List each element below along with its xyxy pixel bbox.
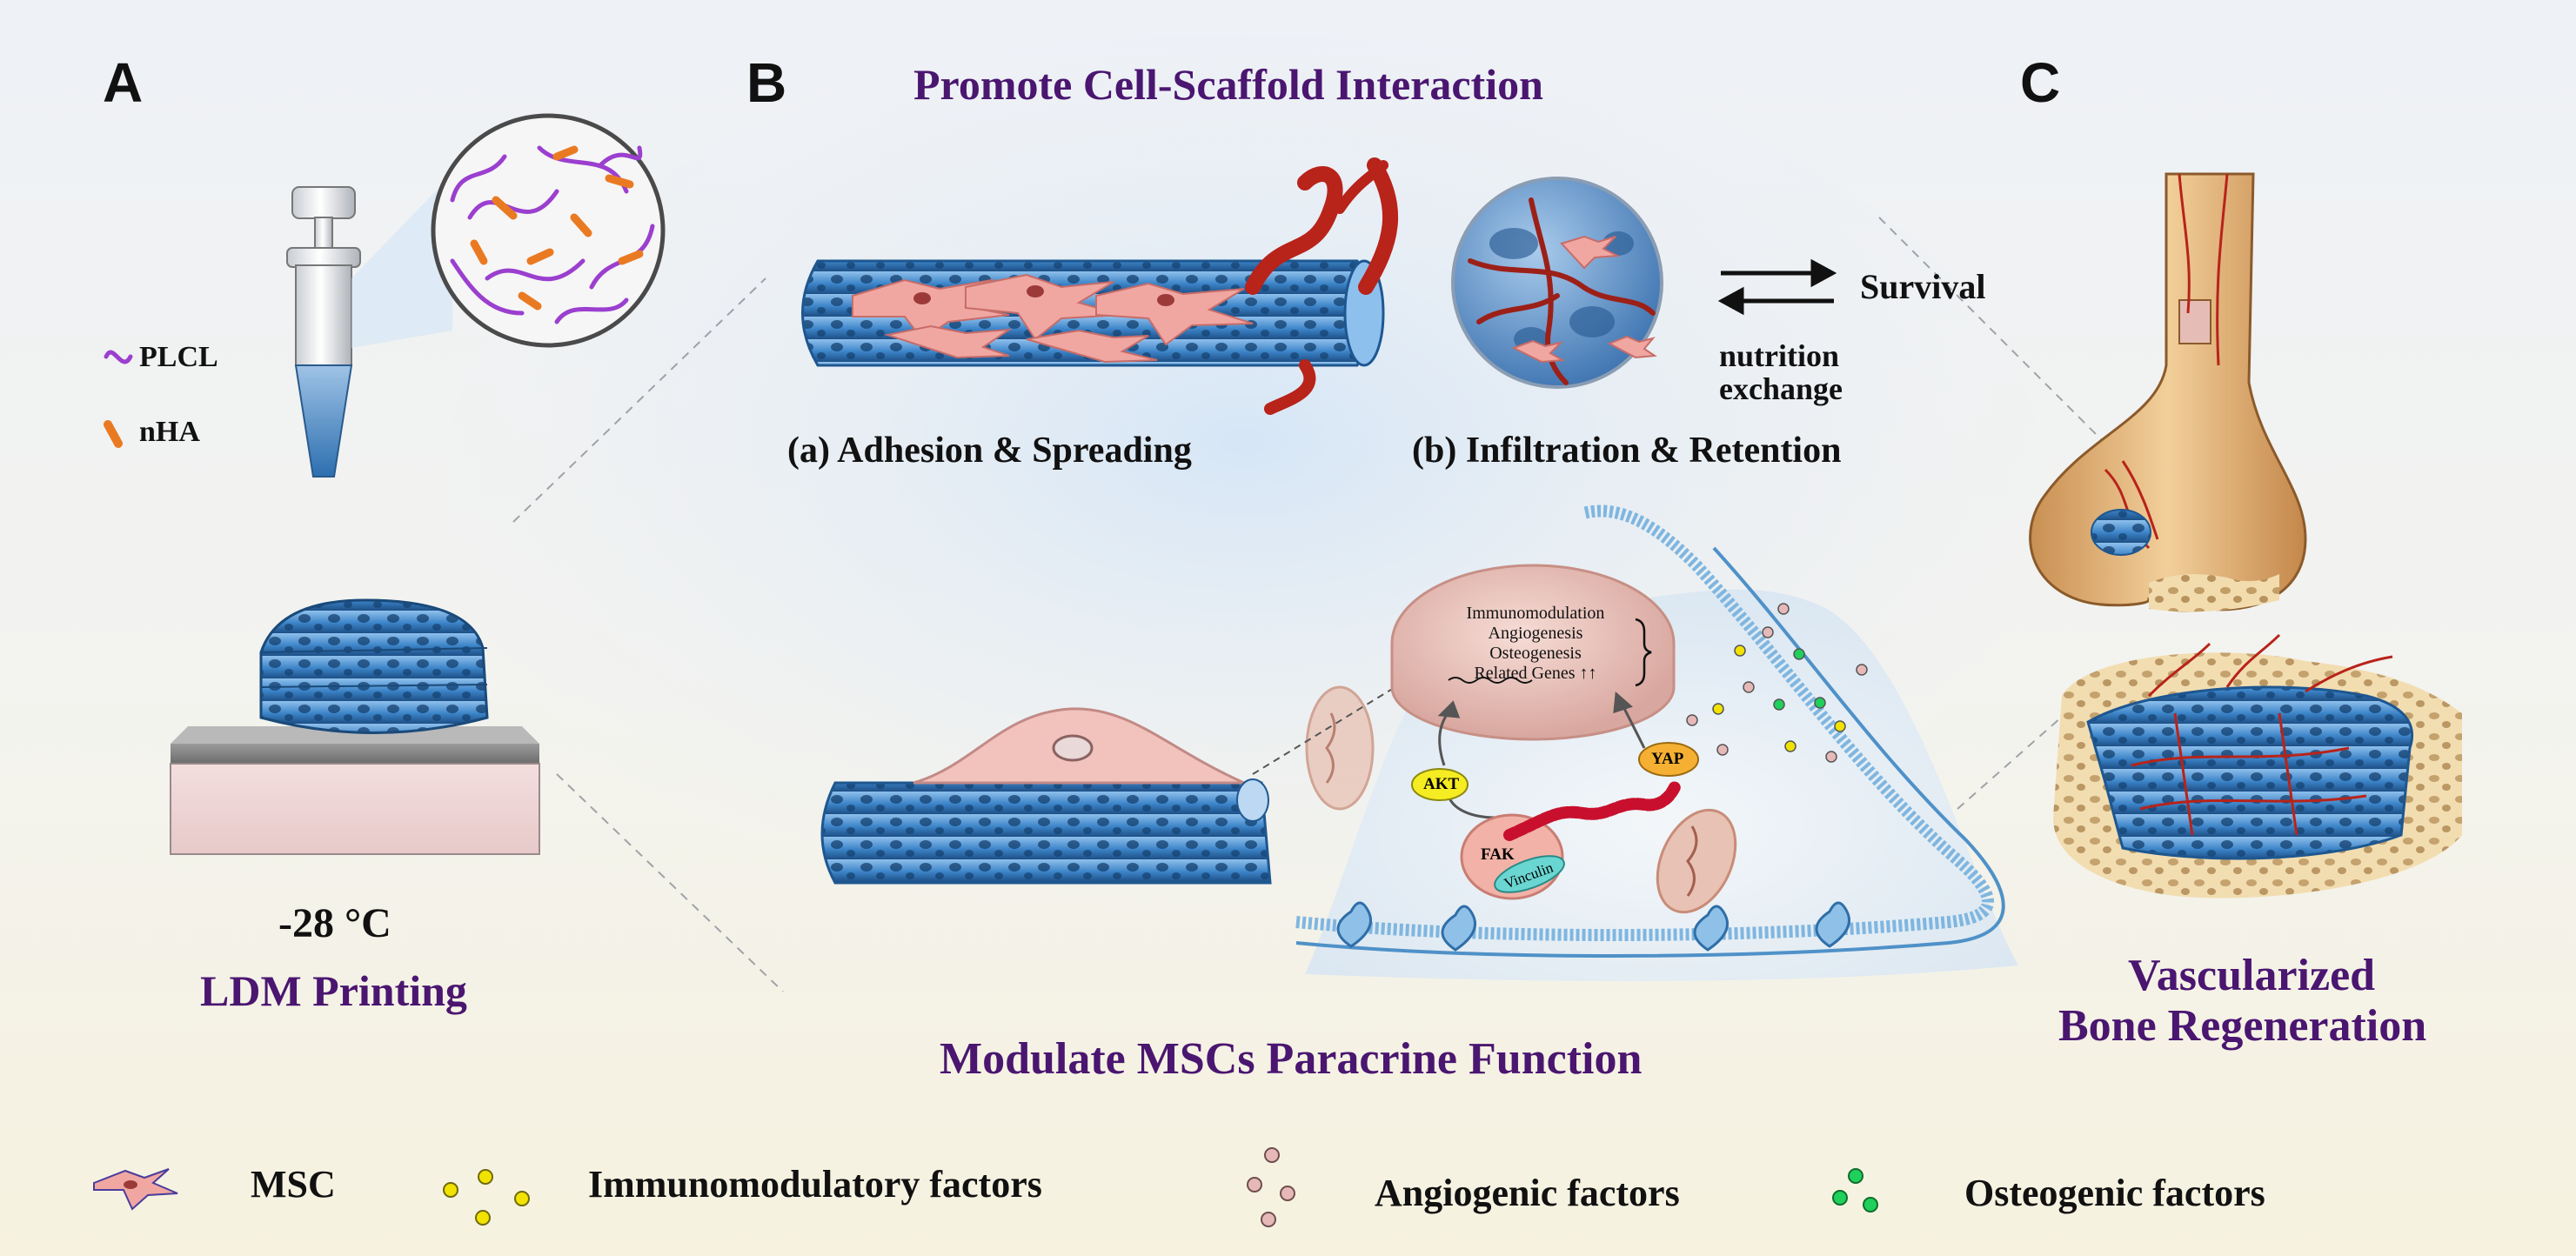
panel-c-caption-line1: Vascularized — [2128, 951, 2376, 1000]
panel-b-top-title: Promote Cell-Scaffold Interaction — [913, 60, 1543, 109]
legend-angio-icon — [1247, 1147, 1295, 1227]
actin-fiber — [1503, 781, 1681, 841]
paracrine-scaffold-fiber — [820, 707, 1272, 885]
adhesion-label: (a) Adhesion & Spreading — [787, 431, 1192, 471]
legend-immuno-icon — [443, 1169, 530, 1226]
legend-immuno-label: Immunomodulatory factors — [588, 1163, 1042, 1206]
survival-label: Survival — [1860, 267, 1986, 306]
membrane-channels — [1336, 901, 1850, 952]
temperature-label: -28 °C — [278, 900, 391, 946]
legend-nha-icon — [104, 420, 123, 448]
yap-oval — [1638, 742, 1699, 777]
exchange-arrows — [1717, 258, 1837, 316]
printing-plate — [170, 726, 540, 855]
panel-b-bottom-title: Modulate MSCs Paracrine Function — [940, 1034, 1643, 1084]
femur-bone — [2029, 172, 2307, 612]
akt-oval — [1411, 768, 1469, 801]
nutrition-label: nutrition — [1719, 338, 1840, 373]
panel-label-a: A — [103, 51, 144, 114]
panel-a-syringe — [286, 174, 452, 478]
mitochondria-left — [1305, 685, 1375, 811]
blood-vessels-top — [1245, 157, 1399, 415]
yap-label: YAP — [1651, 750, 1684, 768]
infiltration-label: (b) Infiltration & Retention — [1412, 431, 1842, 471]
vinculin-shape — [1494, 855, 1565, 893]
gene-immunomodulation: Immunomodulation — [1466, 604, 1605, 623]
fak-label: FAK — [1481, 845, 1515, 864]
mitochondria-right — [1656, 808, 1737, 914]
gene-osteogenesis: Osteogenesis — [1489, 644, 1582, 663]
exchange-label: exchange — [1719, 371, 1843, 406]
gene-related-genes: Related Genes ↑↑ — [1474, 664, 1597, 683]
panel-label-c: C — [2020, 51, 2061, 114]
gene-angiogenesis: Angiogenesis — [1488, 624, 1583, 643]
legend-msc-icon — [93, 1168, 178, 1211]
nucleus — [1390, 564, 1676, 741]
panel-label-b: B — [746, 51, 787, 114]
legend-osteo-label: Osteogenic factors — [1964, 1172, 2265, 1214]
legend-msc-label: MSC — [251, 1163, 336, 1206]
ldm-printing-caption: LDM Printing — [200, 966, 467, 1015]
infiltration-circle — [1451, 177, 1663, 389]
panel-c-caption-line2: Bone Regeneration — [2058, 1001, 2427, 1051]
plcl-nha-zoom-circle — [431, 113, 666, 348]
legend-plcl-label: PLCL — [139, 341, 218, 373]
legend-angio-label: Angiogenic factors — [1375, 1172, 1680, 1214]
zoom-connector — [1252, 678, 1410, 775]
secreted-factor-dots — [1686, 603, 1868, 763]
legend-plcl-icon — [104, 350, 133, 364]
legend-nha-label: nHA — [139, 416, 200, 448]
nucleus-gene-list: Immunomodulation Angiogenesis Osteogenes… — [1435, 604, 1636, 684]
printed-scaffold-block — [259, 598, 489, 734]
adhesion-scaffold-fiber — [801, 259, 1385, 367]
regenerated-bone-scaffold — [2053, 633, 2462, 899]
legend-osteo-icon — [1832, 1168, 1878, 1213]
akt-label: AKT — [1423, 775, 1460, 793]
